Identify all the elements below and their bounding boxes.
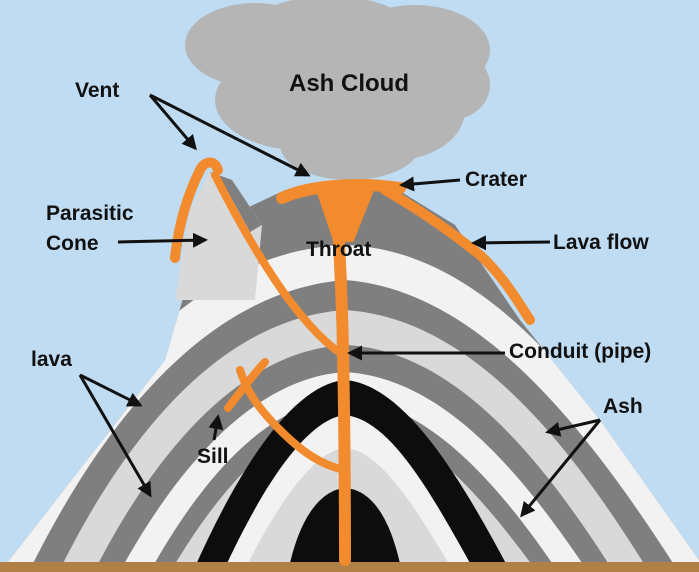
arrow-parasitic-cone: [117, 232, 208, 248]
vent-label: Vent: [75, 79, 119, 102]
parasitic-vent-conduit: [211, 171, 347, 359]
ground: [0, 562, 699, 572]
crater-label: Crater: [465, 168, 527, 191]
parasitic-cone-label-line2: Cone: [46, 232, 99, 255]
arrow-lava-upper: [79, 373, 143, 407]
label-arrows: [78, 93, 602, 518]
arrow-ash-upper: [545, 418, 601, 437]
parasitic-cone-edge: [210, 172, 262, 232]
parasitic-cone-label-line1: Parasitic: [46, 202, 134, 225]
lava-flow-label: Lava flow: [553, 231, 649, 254]
throat-label: Throat: [306, 238, 371, 261]
sill-label: Sill: [197, 445, 229, 468]
ash-cloud-shape: [185, 0, 490, 180]
arrow-lava-lower: [78, 374, 152, 498]
arrow-ash-lower: [520, 419, 602, 518]
arrow-lava-flow: [471, 235, 551, 251]
lava-system: [170, 157, 535, 566]
ash-cloud-label: Ash Cloud: [289, 70, 409, 97]
arrow-vent-to-parasitic: [148, 94, 197, 151]
arrow-sill: [208, 414, 224, 441]
arrow-crater: [399, 176, 461, 192]
lava-label: lava: [31, 348, 72, 371]
parasitic-vent: [170, 157, 223, 263]
lava-flow: [380, 185, 535, 325]
sill: [236, 366, 349, 474]
sill-branch: [224, 358, 269, 412]
arrow-vent-to-crater: [149, 93, 311, 177]
conduit-pipe: [332, 219, 351, 566]
ash-label: Ash: [603, 395, 643, 418]
conduit-label: Conduit (pipe): [509, 340, 651, 363]
